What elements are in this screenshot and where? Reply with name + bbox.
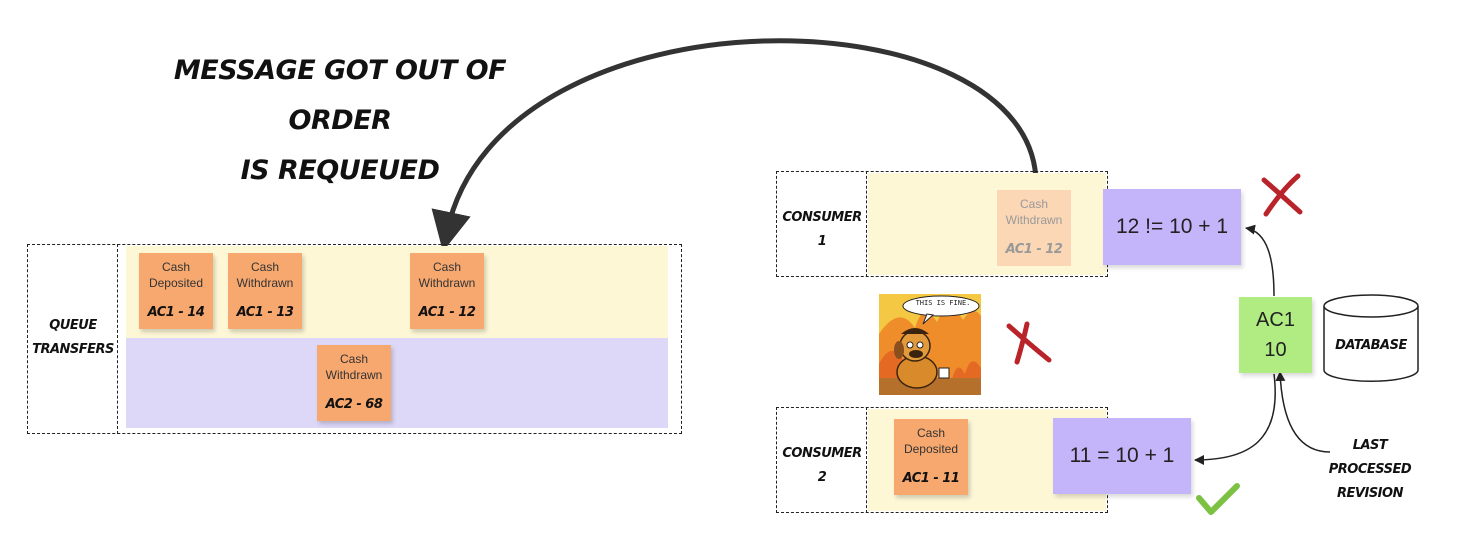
sticky-id: AC2 - 68 bbox=[325, 397, 383, 412]
diagram-title: Message got out of order is requeued bbox=[150, 46, 530, 196]
consumer2-sticky: Cash Deposited AC1 - 11 bbox=[894, 419, 968, 495]
consumer1-divider bbox=[866, 171, 867, 277]
title-line-2: is requeued bbox=[240, 155, 440, 186]
revision-note: AC1 10 bbox=[1239, 297, 1312, 373]
sticky-event: Cash Deposited bbox=[903, 426, 959, 456]
sticky-ac1-12: Cash Withdrawn AC1 - 12 bbox=[410, 253, 484, 329]
sticky-ac1-13: Cash Withdrawn AC1 - 13 bbox=[228, 253, 302, 329]
requeue-arrow bbox=[431, 38, 1039, 252]
consumer2-divider bbox=[866, 407, 867, 513]
consumer1-check-text: 12 != 10 + 1 bbox=[1115, 215, 1229, 238]
queue-label-divider bbox=[117, 244, 118, 434]
cross-icon bbox=[1006, 321, 1052, 365]
last-processed-label: Last processed revision bbox=[1328, 438, 1412, 501]
revision-to-check1-arrow bbox=[1245, 224, 1275, 297]
queue-lane-1 bbox=[126, 246, 668, 338]
consumer1-sticky: Cash Withdrawn AC1 - 12 bbox=[997, 190, 1071, 266]
sticky-id: AC1 - 12 bbox=[1005, 242, 1063, 257]
sticky-event: Cash Withdrawn bbox=[418, 260, 476, 290]
check-icon bbox=[1196, 483, 1240, 515]
consumer2-check-text: 11 = 10 + 1 bbox=[1069, 444, 1175, 467]
consumer1-check-box: 12 != 10 + 1 bbox=[1103, 189, 1241, 265]
revision-account: AC1 bbox=[1256, 309, 1295, 331]
cross-icon bbox=[1261, 173, 1303, 217]
title-line-1: Message got out of order bbox=[173, 55, 507, 136]
sticky-ac1-14: Cash Deposited AC1 - 14 bbox=[139, 253, 213, 329]
burning-room-illustration bbox=[879, 294, 981, 395]
sticky-event: Cash Withdrawn bbox=[325, 352, 383, 382]
consumer1-label: Consumer 1 bbox=[782, 210, 862, 249]
queue-container bbox=[27, 244, 682, 434]
database-icon bbox=[1323, 294, 1419, 382]
sticky-id: AC1 - 14 bbox=[147, 305, 205, 320]
sticky-event: Cash Withdrawn bbox=[1005, 197, 1063, 227]
revision-number: 10 bbox=[1264, 339, 1287, 361]
database-label: Database bbox=[1335, 338, 1407, 353]
sticky-id: AC1 - 13 bbox=[236, 305, 294, 320]
sticky-event: Cash Deposited bbox=[148, 260, 204, 290]
queue-lane-2 bbox=[126, 338, 668, 428]
sticky-id: AC1 - 12 bbox=[418, 305, 476, 320]
consumer2-check-box: 11 = 10 + 1 bbox=[1053, 418, 1191, 494]
queue-label: Queue Transfers bbox=[32, 318, 114, 357]
this-is-fine-meme: This is fine. bbox=[879, 294, 981, 395]
meme-caption: This is fine. bbox=[915, 299, 971, 307]
sticky-event: Cash Withdrawn bbox=[236, 260, 294, 290]
sticky-id: AC1 - 11 bbox=[902, 471, 960, 486]
revision-to-check2-arrow bbox=[1194, 373, 1276, 465]
last-processed-arrow bbox=[1275, 371, 1331, 453]
consumer2-label: Consumer 2 bbox=[782, 446, 862, 485]
sticky-ac2-68: Cash Withdrawn AC2 - 68 bbox=[317, 345, 391, 421]
